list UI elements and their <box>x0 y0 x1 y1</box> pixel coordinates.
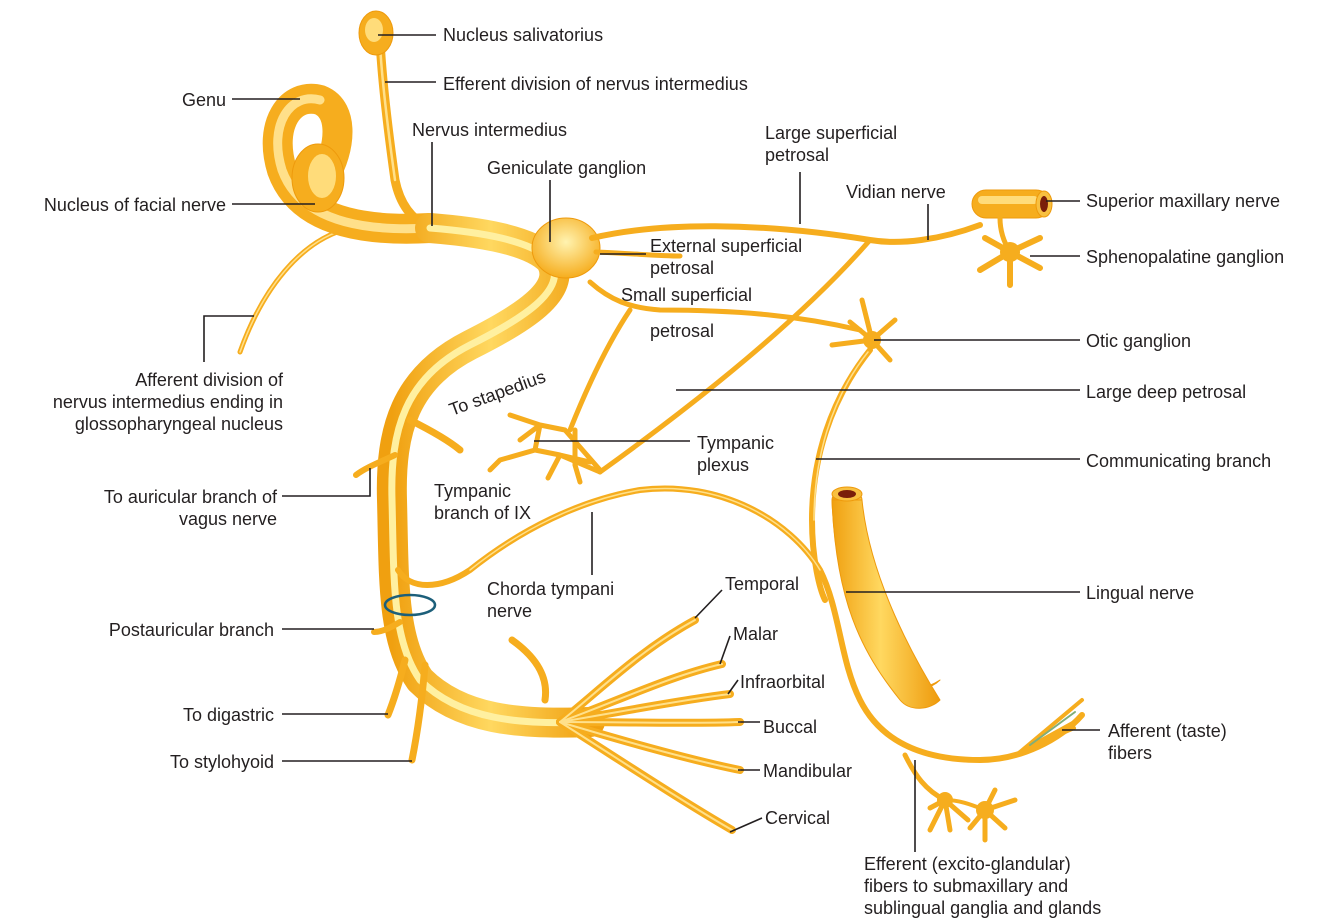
label-tympanic-plexus-line1: Tympanic <box>697 432 774 454</box>
label-tympanic-branch-ix: Tympanic branch of IX <box>434 480 531 524</box>
otic-ganglion-shape <box>832 300 895 360</box>
label-external-superficial-line1: External superficial <box>650 235 802 257</box>
label-to-auricular-line2: vagus nerve <box>0 508 277 530</box>
label-large-superficial-petrosal: Large superficial petrosal <box>765 122 897 166</box>
terminal-branches <box>560 620 740 830</box>
label-afferent-division-line3: glossopharyngeal nucleus <box>0 413 283 435</box>
label-efferent-excito-line3: sublingual ganglia and glands <box>864 897 1101 919</box>
label-lingual-nerve: Lingual nerve <box>1086 582 1194 604</box>
label-cervical: Cervical <box>765 807 830 829</box>
label-postauricular-branch: Postauricular branch <box>0 619 274 641</box>
tympanic-plexus-shape <box>490 415 600 482</box>
label-nervus-intermedius: Nervus intermedius <box>412 119 567 141</box>
label-large-superficial-line1: Large superficial <box>765 122 897 144</box>
label-efferent-division: Efferent division of nervus intermedius <box>443 73 748 95</box>
leader-temporal <box>695 590 722 618</box>
label-efferent-excito-line1: Efferent (excito-glandular) <box>864 853 1101 875</box>
label-external-superficial-petrosal: External superficial petrosal <box>650 235 802 279</box>
label-afferent-division-line2: nervus intermedius ending in <box>0 391 283 413</box>
label-small-superficial: Small superficial <box>621 284 752 306</box>
label-otic-ganglion: Otic ganglion <box>1086 330 1191 352</box>
leader-cervical <box>730 818 762 832</box>
facial-trunk <box>392 228 590 723</box>
label-large-superficial-line2: petrosal <box>765 144 897 166</box>
label-to-auricular-line1: To auricular branch of <box>0 486 277 508</box>
label-sphenopalatine-ganglion: Sphenopalatine ganglion <box>1086 246 1284 268</box>
label-malar: Malar <box>733 623 778 645</box>
label-external-superficial-line2: petrosal <box>650 257 802 279</box>
label-efferent-excito-glandular: Efferent (excito-glandular) fibers to su… <box>864 853 1101 919</box>
label-tympanic-plexus: Tympanic plexus <box>697 432 774 476</box>
sphenopalatine-ganglion-shape <box>980 218 1040 285</box>
submaxillary-ganglia-shape <box>905 755 1015 840</box>
label-nucleus-salivatorius: Nucleus salivatorius <box>443 24 603 46</box>
label-infraorbital: Infraorbital <box>740 671 825 693</box>
nerve-drawing <box>240 11 1082 840</box>
label-buccal: Buccal <box>763 716 817 738</box>
label-large-deep-petrosal: Large deep petrosal <box>1086 381 1246 403</box>
label-chorda-tympani: Chorda tympani nerve <box>487 578 614 622</box>
label-petrosal: petrosal <box>650 320 714 342</box>
label-to-stylohyoid: To stylohyoid <box>0 751 274 773</box>
label-mandibular: Mandibular <box>763 760 852 782</box>
label-afferent-division: Afferent division of nervus intermedius … <box>0 369 283 435</box>
geniculate-ganglion-shape <box>532 218 600 278</box>
label-afferent-taste-line2: fibers <box>1108 742 1227 764</box>
label-genu: Genu <box>140 89 226 111</box>
label-vidian-nerve: Vidian nerve <box>846 181 946 203</box>
label-nucleus-facial-nerve: Nucleus of facial nerve <box>0 194 226 216</box>
label-chorda-tympani-line2: nerve <box>487 600 614 622</box>
label-chorda-tympani-line1: Chorda tympani <box>487 578 614 600</box>
label-efferent-excito-line2: fibers to submaxillary and <box>864 875 1101 897</box>
label-tympanic-plexus-line2: plexus <box>697 454 774 476</box>
label-superior-maxillary-nerve: Superior maxillary nerve <box>1086 190 1280 212</box>
label-afferent-taste-fibers: Afferent (taste) fibers <box>1108 720 1227 764</box>
label-to-auricular-branch: To auricular branch of vagus nerve <box>0 486 277 530</box>
label-geniculate-ganglion: Geniculate ganglion <box>487 157 646 179</box>
label-tympanic-branch-line2: branch of IX <box>434 502 531 524</box>
label-afferent-division-line1: Afferent division of <box>0 369 283 391</box>
label-tympanic-branch-line1: Tympanic <box>434 480 531 502</box>
label-afferent-taste-line1: Afferent (taste) <box>1108 720 1227 742</box>
label-communicating-branch: Communicating branch <box>1086 450 1271 472</box>
label-to-digastric: To digastric <box>0 704 274 726</box>
label-temporal: Temporal <box>725 573 799 595</box>
leader-malar <box>720 636 730 664</box>
